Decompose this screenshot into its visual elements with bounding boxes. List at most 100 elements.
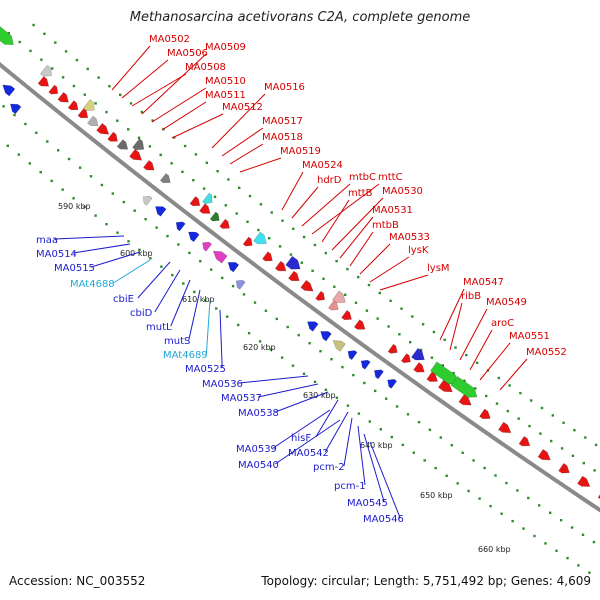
- label-leader-ma0517: [221, 127, 264, 157]
- tick-mark: [387, 325, 390, 328]
- reverse-gene-label-ma0536: MA0536: [202, 379, 243, 390]
- tick-mark: [357, 412, 361, 415]
- label-leader-hisf: [315, 399, 339, 438]
- tick-mark: [330, 358, 333, 361]
- tick-mark: [311, 269, 314, 272]
- tick-mark: [417, 420, 421, 424]
- tick-mark: [398, 333, 401, 336]
- label-leader-ma0530: [331, 197, 384, 251]
- forward-gene-label-ma0547: MA0547: [463, 277, 504, 288]
- tick-mark: [213, 195, 217, 199]
- reverse-gene-16: [373, 369, 384, 380]
- tick-mark: [400, 307, 403, 310]
- forward-gene-31: [458, 394, 472, 406]
- tick-mark: [528, 424, 531, 428]
- label-leader-ma0542: [324, 411, 349, 453]
- genome-backbone: [0, 62, 600, 513]
- forward-outer-gene-5: [202, 192, 213, 205]
- tick-mark: [571, 454, 575, 457]
- tick-mark: [257, 228, 260, 232]
- scale-label-660-kbp: 660 kbp: [478, 545, 511, 554]
- reverse-gene-label-muts: mutS: [164, 336, 190, 347]
- label-leader-ma0516: [211, 93, 266, 149]
- forward-gene-33: [498, 421, 512, 434]
- reverse-gene-label-mat4688: MAt4688: [70, 279, 115, 290]
- tick-mark: [374, 389, 377, 393]
- scale-label-650-kbp: 650 kbp: [420, 491, 453, 500]
- forward-gene-label-aroc: aroC: [491, 318, 514, 329]
- genome-summary-text: Topology: circular; Length: 5,751,492 bp…: [261, 574, 591, 588]
- tick-mark: [171, 273, 174, 277]
- forward-outer-gene-9: [411, 347, 425, 361]
- tick-mark: [549, 511, 552, 514]
- tick-mark: [270, 211, 273, 214]
- label-leader-ribb: [449, 302, 463, 351]
- tick-mark: [119, 93, 122, 96]
- forward-gene-8: [107, 131, 118, 142]
- forward-gene-label-lysk: lysK: [408, 245, 429, 256]
- tick-mark: [61, 76, 65, 79]
- tick-mark: [72, 84, 76, 88]
- tick-mark: [367, 283, 371, 287]
- tick-mark: [177, 243, 180, 246]
- forward-gene-23: [327, 300, 339, 311]
- tick-mark: [100, 183, 104, 187]
- label-leader-ma0511: [161, 101, 207, 131]
- tick-mark: [137, 136, 141, 139]
- forward-gene-28: [413, 362, 425, 373]
- forward-gene-16: [219, 218, 230, 229]
- tick-mark: [264, 309, 268, 312]
- tick-mark: [127, 240, 130, 243]
- tick-mark: [450, 444, 453, 447]
- tick-mark: [7, 31, 10, 35]
- tick-mark: [538, 504, 541, 507]
- reverse-gene-2: [10, 103, 22, 115]
- tick-mark: [540, 406, 544, 410]
- label-leader-ma0518: [229, 143, 264, 165]
- label-leader-cbie: [137, 261, 171, 299]
- forward-gene-label-ribb: ribB: [461, 291, 481, 302]
- tick-mark: [43, 32, 46, 35]
- tick-mark: [204, 299, 207, 302]
- tick-mark: [406, 413, 410, 416]
- label-leader-ma0549: [459, 308, 488, 361]
- tick-mark: [566, 556, 569, 560]
- tick-mark: [181, 170, 184, 173]
- tick-mark: [555, 549, 558, 552]
- label-leader-ma0510: [151, 87, 207, 123]
- tick-mark: [322, 277, 325, 280]
- tick-mark: [67, 157, 71, 161]
- tick-mark: [539, 432, 542, 435]
- tick-mark: [467, 489, 470, 493]
- tick-mark: [376, 317, 379, 320]
- tick-mark: [346, 404, 350, 407]
- forward-gene-label-mtbc: mtbC: [349, 172, 376, 183]
- tick-mark: [409, 341, 412, 344]
- tick-mark: [300, 261, 303, 264]
- tick-mark: [562, 421, 565, 424]
- label-leader-pcm-2: [343, 417, 353, 467]
- tick-mark: [341, 365, 344, 369]
- forward-gene-label-hdrd: hdrD: [317, 175, 342, 186]
- reverse-gene-label-ma0540: MA0540: [238, 460, 279, 471]
- forward-gene-26: [387, 343, 398, 354]
- tick-mark: [227, 178, 230, 181]
- reverse-gene-label-cbid: cbiD: [130, 308, 153, 319]
- tick-mark: [357, 275, 360, 279]
- tick-mark: [551, 414, 554, 417]
- reverse-gene-label-ma0525: MA0525: [185, 364, 226, 375]
- scale-label-620-kbp: 620 kbp: [243, 343, 276, 352]
- tick-mark: [423, 459, 426, 462]
- forward-gene-label-mttb: mttB: [348, 188, 373, 199]
- tick-mark: [166, 234, 169, 238]
- reverse-gene-label-mat4689: MAt4689: [163, 350, 208, 361]
- label-leader-ma0536: [239, 375, 309, 384]
- tick-mark: [32, 23, 35, 27]
- reverse-gene-15: [360, 359, 371, 370]
- tick-mark: [39, 171, 42, 174]
- tick-mark: [570, 526, 574, 529]
- tick-mark: [192, 179, 195, 182]
- tick-mark: [533, 534, 536, 538]
- tick-mark: [483, 466, 486, 470]
- tick-mark: [108, 85, 111, 88]
